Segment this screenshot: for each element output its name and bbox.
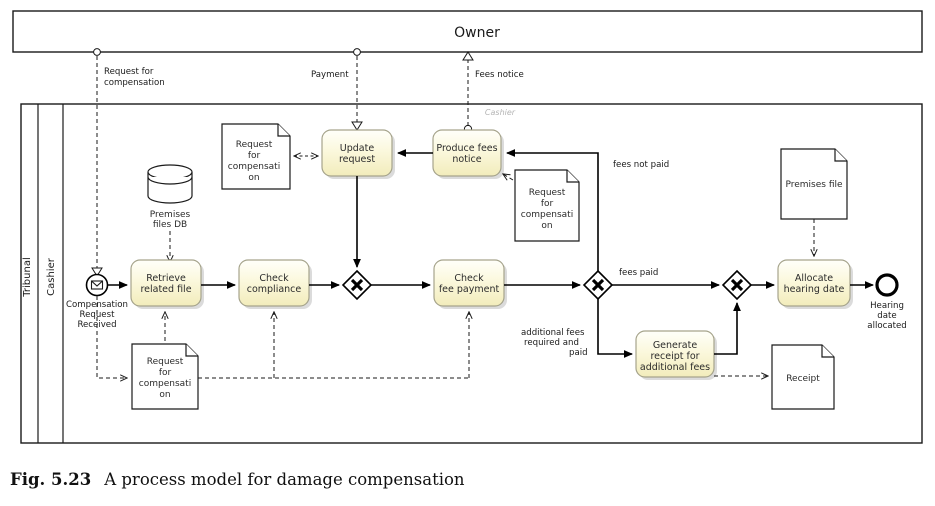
data-object-request-for-compensation-1: Request for compensati on [221,123,291,190]
task-generate-receipt-for-additional-fees[interactable]: Generate receipt for additional fees [635,330,717,380]
data-object-3-line1: Request [147,357,184,367]
data-object-receipt: Receipt [771,344,835,410]
lane-cashier-watermark: Cashier [485,108,516,117]
lane-cashier-label: Cashier [46,257,57,296]
gateway-exclusive-1[interactable] [341,269,373,301]
task-update-request-line1: Update [340,143,375,154]
pool-owner-title: Owner [454,25,500,41]
end-event-label-1: Hearing [870,301,904,311]
message-flow-label-2: Payment [311,70,349,80]
message-flow-payment: Payment [311,48,363,131]
data-object-request-for-compensation-2: Request for compensati on [514,169,580,242]
task-generate-receipt-line3: additional fees [640,362,710,373]
end-event-label-3: allocated [867,321,906,331]
task-produce-fees-notice-line1: Produce fees [436,143,497,154]
flow-label-additional-fees-1: additional fees [521,328,585,338]
assoc-start-to-data-object-3 [96,296,127,378]
task-check-compliance[interactable]: Check compliance [238,259,312,309]
task-check-fee-payment-line1: Check [454,273,484,284]
data-object-2-line4: on [541,221,552,231]
assoc-data-object-2-to-produce-fees [503,174,514,180]
seqflow-gateway2-fees-not-paid [506,149,599,271]
data-object-1-line4: on [248,173,259,183]
message-flow-request-for-compensation: Request for compensation [91,48,165,277]
flow-label-additional-fees-3: paid [569,348,588,358]
start-event-label-2: Request [80,310,116,320]
task-update-request[interactable]: Update request [321,129,395,179]
data-object-1-line2: for [248,151,261,161]
figure-caption: Fig. 5.23 A process model for damage comp… [10,470,925,489]
pool-owner: Owner [12,10,923,53]
data-object-1-line1: Request [236,140,273,150]
message-flow-label-1b: compensation [104,78,165,88]
data-store-label-2: files DB [153,220,187,230]
task-generate-receipt-line2: receipt for [650,351,699,362]
flow-label-additional-fees-2: required and [524,338,579,348]
task-generate-receipt-line1: Generate [653,340,698,351]
message-flow-label-1a: Request for [104,67,154,77]
end-event-hearing-date-allocated: Hearing date allocated [867,273,907,331]
figure-caption-text: A process model for damage compensation [104,470,465,489]
data-object-3-line3: compensati [139,379,191,389]
data-object-3-line2: for [159,368,172,378]
bpmn-diagram: Owner Tribunal Cashier Cashier Request f… [12,10,923,444]
data-object-request-for-compensation-3: Request for compensati on [131,343,199,410]
data-store-premises-files-db: Premises files DB [147,164,193,230]
task-check-fee-payment-line2: fee payment [439,284,500,295]
task-check-fee-payment[interactable]: Check fee payment [433,259,507,309]
envelope-icon [91,280,103,287]
task-produce-fees-notice-line2: notice [452,154,481,165]
data-object-2-line2: for [541,199,554,209]
data-store-label-1: Premises [150,210,191,220]
seqflow-generate-receipt-to-gateway3 [714,302,741,355]
data-object-1-line3: compensati [228,162,280,172]
data-object-4-line1: Premises file [785,180,843,190]
flow-label-fees-not-paid: fees not paid [613,160,669,170]
pool-tribunal-label: Tribunal [22,257,33,297]
flow-label-fees-paid: fees paid [619,268,658,278]
task-allocate-hearing-date[interactable]: Allocate hearing date [777,259,853,309]
task-update-request-line2: request [339,154,375,165]
end-event-label-2: date [877,311,896,321]
data-object-3-line4: on [159,390,170,400]
task-check-compliance-line1: Check [259,273,289,284]
task-allocate-hearing-date-line2: hearing date [784,284,845,295]
task-retrieve-related-file[interactable]: Retrieve related file [130,259,204,309]
data-object-2-line1: Request [529,188,566,198]
message-flow-fees-notice: Fees notice [462,51,524,134]
task-retrieve-related-file-line2: related file [140,284,191,295]
message-flow-label-3: Fees notice [475,70,524,80]
task-retrieve-related-file-line1: Retrieve [146,273,186,284]
data-object-5-line1: Receipt [786,374,820,384]
data-object-2-line3: compensati [521,210,573,220]
task-allocate-hearing-date-line1: Allocate [795,273,833,284]
task-check-compliance-line2: compliance [247,284,302,295]
figure-number: Fig. 5.23 [10,470,92,489]
task-produce-fees-notice[interactable]: Produce fees notice [432,129,504,179]
gateway-exclusive-3[interactable] [721,269,753,301]
data-object-premises-file: Premises file [780,148,848,220]
seqflow-gateway2-additional-fees-to-generate-receipt [597,299,633,358]
gateway-exclusive-2[interactable] [582,269,614,301]
